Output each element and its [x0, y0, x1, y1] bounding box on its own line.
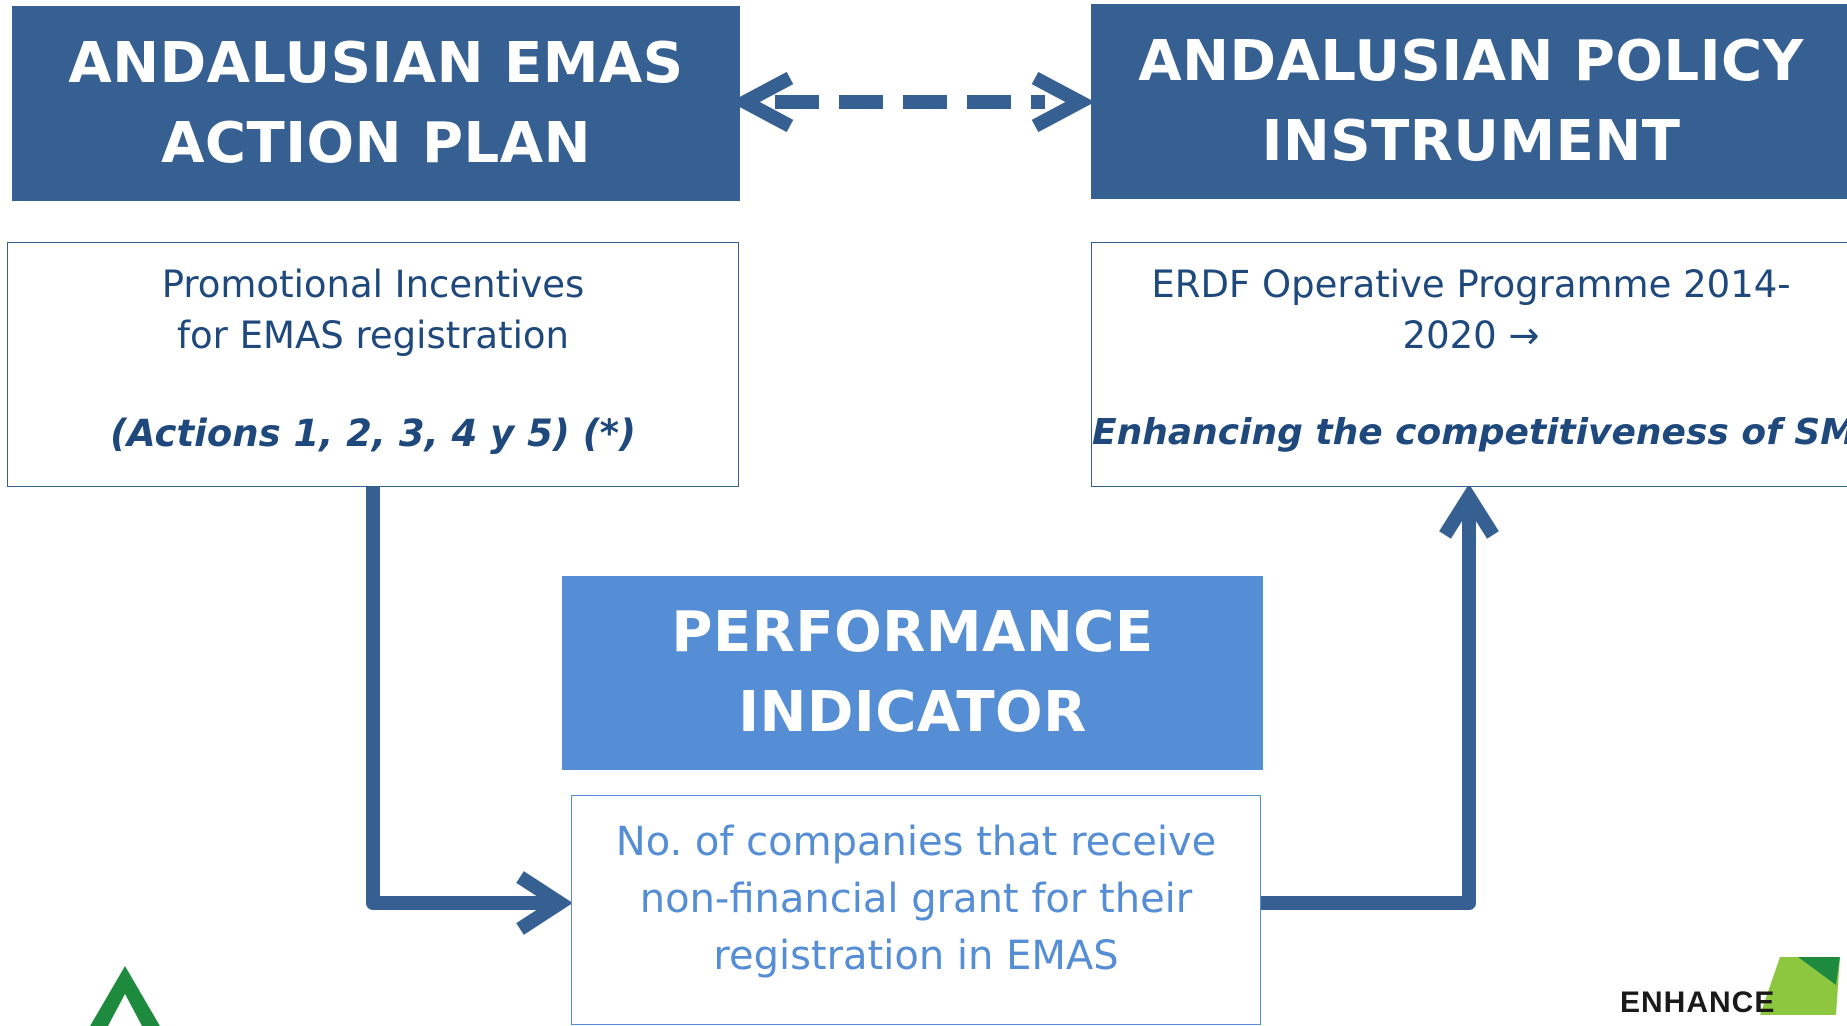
dashed-arrow-left-head	[730, 71, 794, 133]
action-plan-title-line-1: ANDALUSIAN EMAS	[68, 30, 684, 96]
action-plan-actions: (Actions 1, 2, 3, 4 y 5) (*)	[110, 412, 636, 455]
policy-instrument-header: ANDALUSIAN POLICY INSTRUMENT	[1091, 4, 1847, 199]
action-plan-header: ANDALUSIAN EMAS ACTION PLAN	[12, 6, 740, 201]
elbow-connector-right-head	[1439, 483, 1499, 539]
elbow-connector-left	[366, 487, 555, 910]
performance-indicator-box: No. of companies that receive non-financ…	[571, 795, 1261, 1025]
policy-body-line-2: 2020 →	[1402, 314, 1540, 357]
indicator-title-line-1: PERFORMANCE	[671, 600, 1154, 666]
junta-andalucia-logo-icon	[90, 966, 160, 1026]
indicator-to-policy-arrow	[1261, 483, 1499, 910]
action-plan-to-indicator-arrow	[366, 487, 573, 935]
indicator-body-line-2: non-financial grant for their	[639, 876, 1193, 922]
indicator-body-line-1: No. of companies that receive	[615, 819, 1217, 865]
policy-title-line-2: INSTRUMENT	[1261, 108, 1681, 174]
policy-instrument-box: ERDF Operative Programme 2014- 2020 → En…	[1091, 242, 1847, 487]
bidirectional-dashed-arrow	[730, 71, 1095, 133]
action-plan-box: Promotional Incentives for EMAS registra…	[7, 242, 739, 487]
enhance-logo-text: ENHANCE	[1620, 986, 1776, 1019]
indicator-title-line-2: INDICATOR	[738, 680, 1087, 745]
action-plan-body-line-2: for EMAS registration	[177, 314, 569, 357]
action-plan-title-line-2: ACTION PLAN	[161, 110, 591, 176]
action-plan-body-line-1: Promotional Incentives	[161, 263, 585, 306]
indicator-body-line-3: registration in EMAS	[713, 933, 1119, 979]
policy-body-line-1: ERDF Operative Programme 2014-	[1151, 263, 1791, 306]
performance-indicator-header: PERFORMANCE INDICATOR	[562, 576, 1263, 770]
dashed-arrow-right-head	[1031, 71, 1095, 133]
policy-title-line-1: ANDALUSIAN POLICY	[1138, 28, 1804, 94]
elbow-connector-right	[1261, 500, 1476, 910]
enhance-logo-icon	[1760, 957, 1840, 1015]
policy-objective: Enhancing the competitiveness of SMEs	[1092, 412, 1847, 453]
elbow-connector-left-head	[516, 871, 573, 935]
